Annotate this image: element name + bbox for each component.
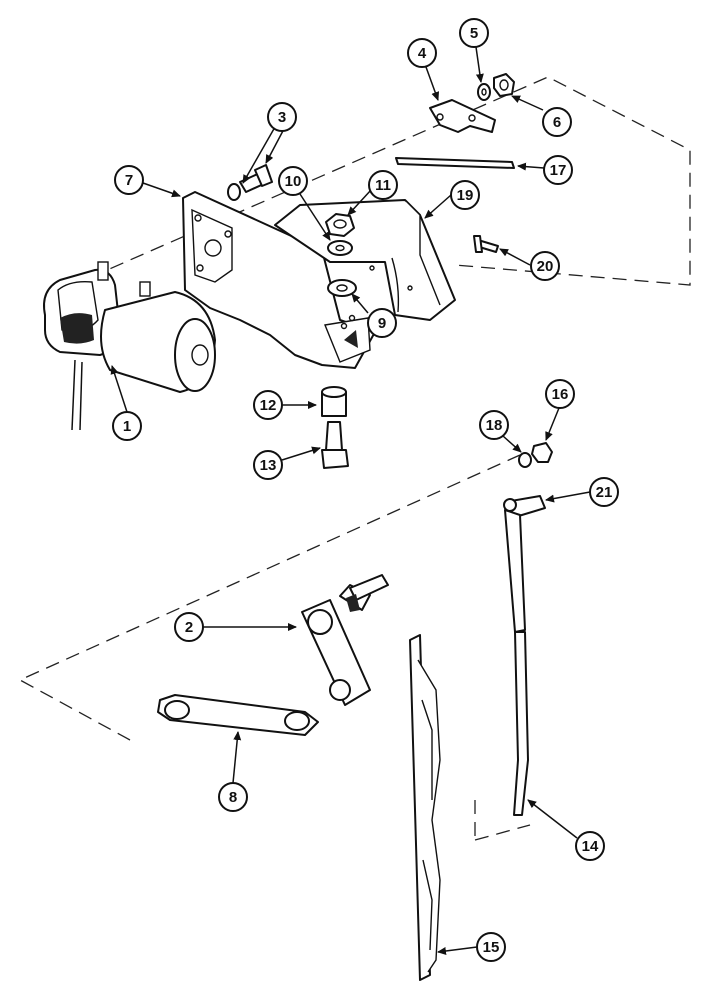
callout-8: 8 <box>218 782 248 812</box>
callout-10: 10 <box>278 166 308 196</box>
callout-1: 1 <box>112 411 142 441</box>
callout-9: 9 <box>367 308 397 338</box>
callout-21: 21 <box>589 477 619 507</box>
support-bracket <box>274 199 456 321</box>
svg-text:14: 14 <box>582 838 599 855</box>
svg-text:21: 21 <box>596 484 613 501</box>
svg-text:8: 8 <box>229 789 237 806</box>
leader-lines <box>110 46 591 955</box>
svg-text:13: 13 <box>260 457 277 474</box>
svg-text:7: 7 <box>125 172 133 189</box>
wiper-spindle <box>301 574 389 706</box>
nut-11 <box>325 213 355 237</box>
callout-19: 19 <box>450 180 480 210</box>
washer-9 <box>327 279 357 297</box>
svg-text:17: 17 <box>550 162 567 179</box>
assembly-outline <box>18 76 691 841</box>
svg-text:5: 5 <box>470 25 478 42</box>
svg-text:15: 15 <box>483 939 500 956</box>
callout-20: 20 <box>530 251 560 281</box>
callout-6: 6 <box>542 107 572 137</box>
svg-text:2: 2 <box>185 619 193 636</box>
callout-16: 16 <box>545 379 575 409</box>
svg-text:16: 16 <box>552 386 569 403</box>
rod-17 <box>395 157 515 169</box>
bolt-3 <box>227 164 273 201</box>
washer-5 <box>477 83 491 101</box>
svg-text:9: 9 <box>378 315 386 332</box>
bolt-13 <box>321 421 349 469</box>
svg-text:19: 19 <box>457 187 474 204</box>
link-arm <box>157 694 319 736</box>
svg-text:10: 10 <box>285 173 302 190</box>
callout-17: 17 <box>543 155 573 185</box>
svg-text:12: 12 <box>260 397 277 414</box>
nut-6 <box>493 73 515 97</box>
svg-text:1: 1 <box>123 418 131 435</box>
nut-16 <box>531 442 553 463</box>
callouts: 1 2 3 4 5 6 7 8 <box>112 18 619 962</box>
callout-4: 4 <box>407 38 437 68</box>
callout-2: 2 <box>174 612 204 642</box>
washer-10 <box>327 240 353 256</box>
svg-text:3: 3 <box>278 109 286 126</box>
wiper-arm <box>503 495 546 816</box>
svg-text:6: 6 <box>553 114 561 131</box>
wiper-blade <box>409 634 441 981</box>
spacer-12 <box>321 386 347 417</box>
callout-14: 14 <box>575 831 605 861</box>
callout-7: 7 <box>114 165 144 195</box>
callout-13: 13 <box>253 450 283 480</box>
screw-20 <box>473 235 499 253</box>
callout-11: 11 <box>368 170 398 200</box>
svg-text:18: 18 <box>486 417 503 434</box>
callout-12: 12 <box>253 390 283 420</box>
callout-3: 3 <box>267 102 297 132</box>
small-plate <box>429 99 496 133</box>
callout-5: 5 <box>459 18 489 48</box>
svg-text:4: 4 <box>418 45 427 62</box>
svg-text:20: 20 <box>537 258 554 275</box>
washer-18 <box>518 452 532 468</box>
callout-15: 15 <box>476 932 506 962</box>
wiper-motor <box>43 261 216 431</box>
callout-18: 18 <box>479 410 509 440</box>
svg-text:11: 11 <box>375 177 391 194</box>
